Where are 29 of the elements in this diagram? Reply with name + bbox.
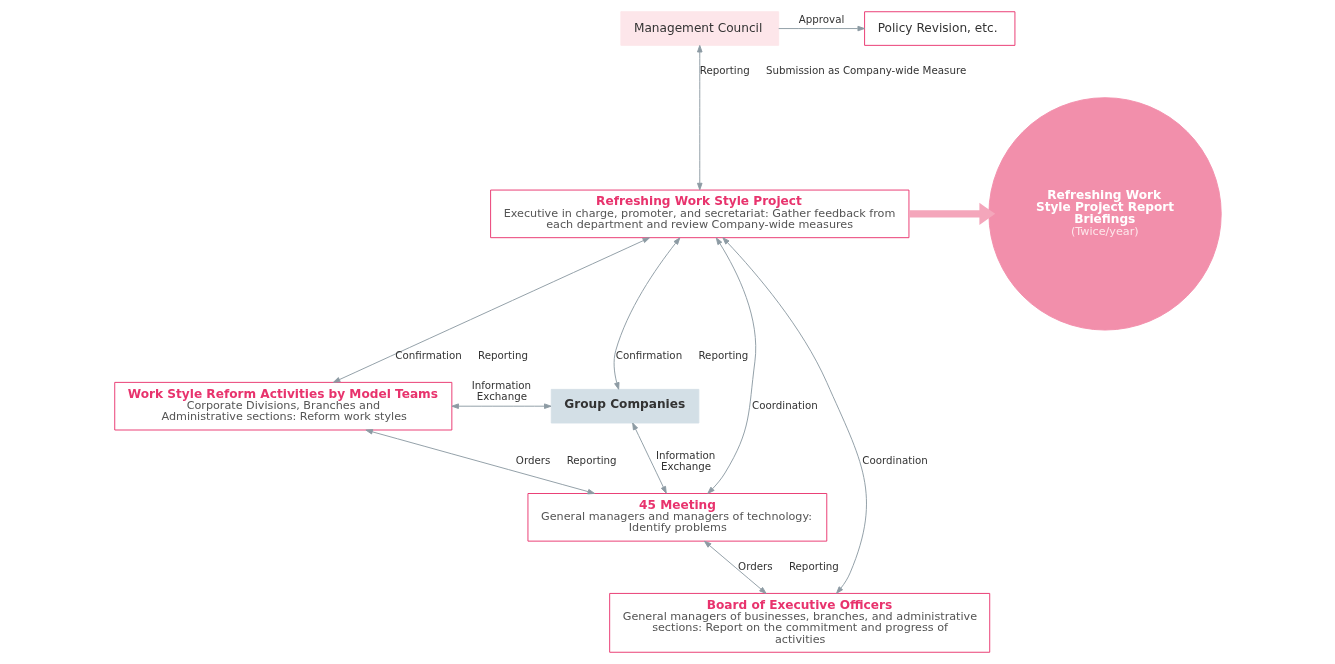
edge-label: Confirmation Reporting [394, 348, 528, 361]
node-box: Policy Revision, etc. [863, 11, 1015, 46]
node-box: Board of Executive Officers General managers of businesses, branches, and administrative sections: Report on the commitment and progress of activities [608, 592, 990, 653]
edge-label: Reporting Submission as Company-wide Measure [699, 64, 966, 77]
arrow [450, 403, 551, 409]
edge-label: Coordination [861, 454, 928, 467]
node-box: Management Council [619, 11, 779, 46]
edge-label: Confirmation Reporting [615, 348, 748, 361]
edge-label: Information Exchange [471, 379, 531, 403]
arrow [706, 237, 756, 494]
arrow [631, 422, 667, 494]
edge-label: Orders Reporting [515, 454, 617, 467]
edge-label: Approval [798, 12, 844, 25]
edge-label: Information Exchange [655, 448, 715, 472]
node-box: 45 Meeting General managers and managers of technology: Identify problems [527, 493, 827, 542]
arrow [703, 540, 767, 594]
arrow [332, 237, 650, 383]
arrow [777, 25, 865, 32]
node-box: Group Companies [550, 388, 699, 424]
arrow [696, 45, 703, 191]
arrow [721, 237, 867, 594]
arrow [613, 237, 680, 390]
edge-label: Coordination [751, 398, 818, 411]
node-circle: Refreshing Work Style Project Report Briefings (Twice/year) [987, 97, 1222, 331]
arrow [364, 429, 595, 495]
edge-label: Orders Reporting [737, 559, 839, 572]
node-box: Work Style Reform Activities by Model Teams Corporate Divisions, Branches and Administrative sections: Reform work styles [113, 381, 452, 431]
arrow [908, 202, 995, 225]
node-box: Refreshing Work Style Project Executive in charge, promoter, and secretariat: Gather feedback from each department and review Company-wide measures [489, 189, 909, 239]
